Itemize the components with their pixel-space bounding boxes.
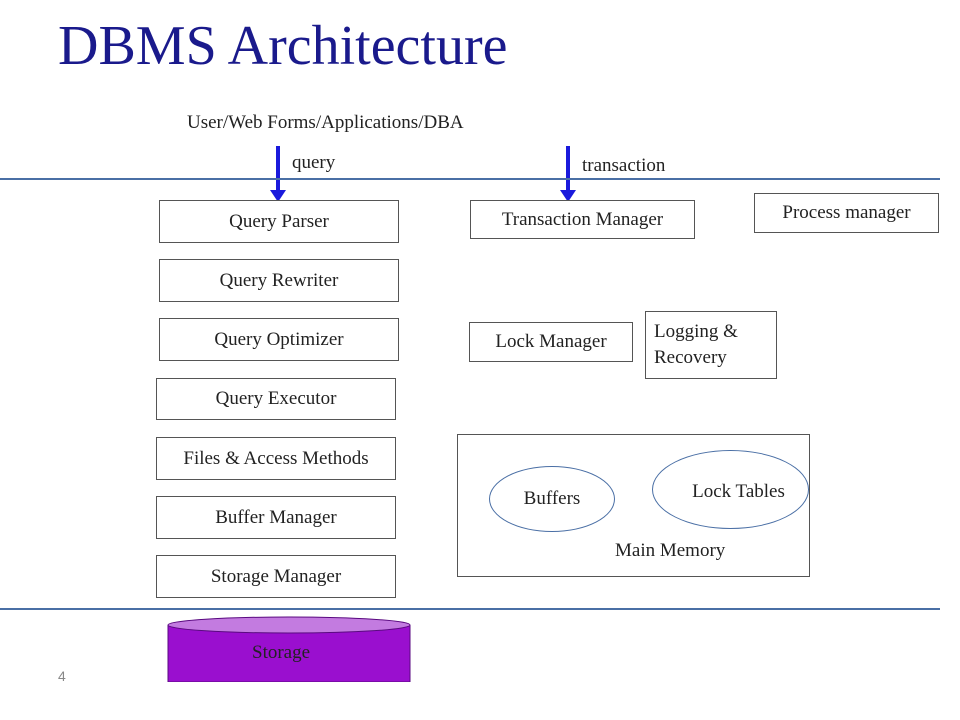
lock-manager-box: Lock Manager	[469, 322, 633, 362]
storage-cylinder-body	[167, 625, 411, 682]
transaction-arrow-head	[560, 190, 576, 202]
query-optimizer-box: Query Optimizer	[159, 318, 399, 361]
transaction-manager-box: Transaction Manager	[470, 200, 695, 239]
buffer-manager-box: Buffer Manager	[156, 496, 396, 539]
query-arrow-shaft	[276, 146, 280, 192]
buffers-ellipse: Buffers	[489, 466, 615, 532]
top-divider-line	[0, 178, 940, 180]
query-parser-box: Query Parser	[159, 200, 399, 243]
logging-recovery-box: Logging & Recovery	[645, 311, 777, 379]
process-manager-box: Process manager	[754, 193, 939, 233]
page-title: DBMS Architecture	[58, 15, 508, 77]
slide-number: 4	[58, 668, 66, 684]
files-access-methods-box: Files & Access Methods	[156, 437, 396, 480]
user-label: User/Web Forms/Applications/DBA	[187, 112, 464, 133]
transaction-label: transaction	[582, 155, 666, 176]
main-memory-box	[457, 434, 810, 577]
storage-cylinder-top	[167, 616, 411, 634]
main-memory-label: Main Memory	[615, 540, 726, 561]
storage-label: Storage	[252, 642, 311, 663]
query-label: query	[292, 152, 336, 173]
bottom-divider-line	[0, 608, 940, 610]
query-executor-box: Query Executor	[156, 378, 396, 420]
transaction-arrow-shaft	[566, 146, 570, 192]
query-arrow-head	[270, 190, 286, 202]
query-rewriter-box: Query Rewriter	[159, 259, 399, 302]
lock-tables-ellipse: Lock Tables	[652, 450, 809, 529]
storage-manager-box: Storage Manager	[156, 555, 396, 598]
storage-cylinder	[167, 616, 411, 682]
